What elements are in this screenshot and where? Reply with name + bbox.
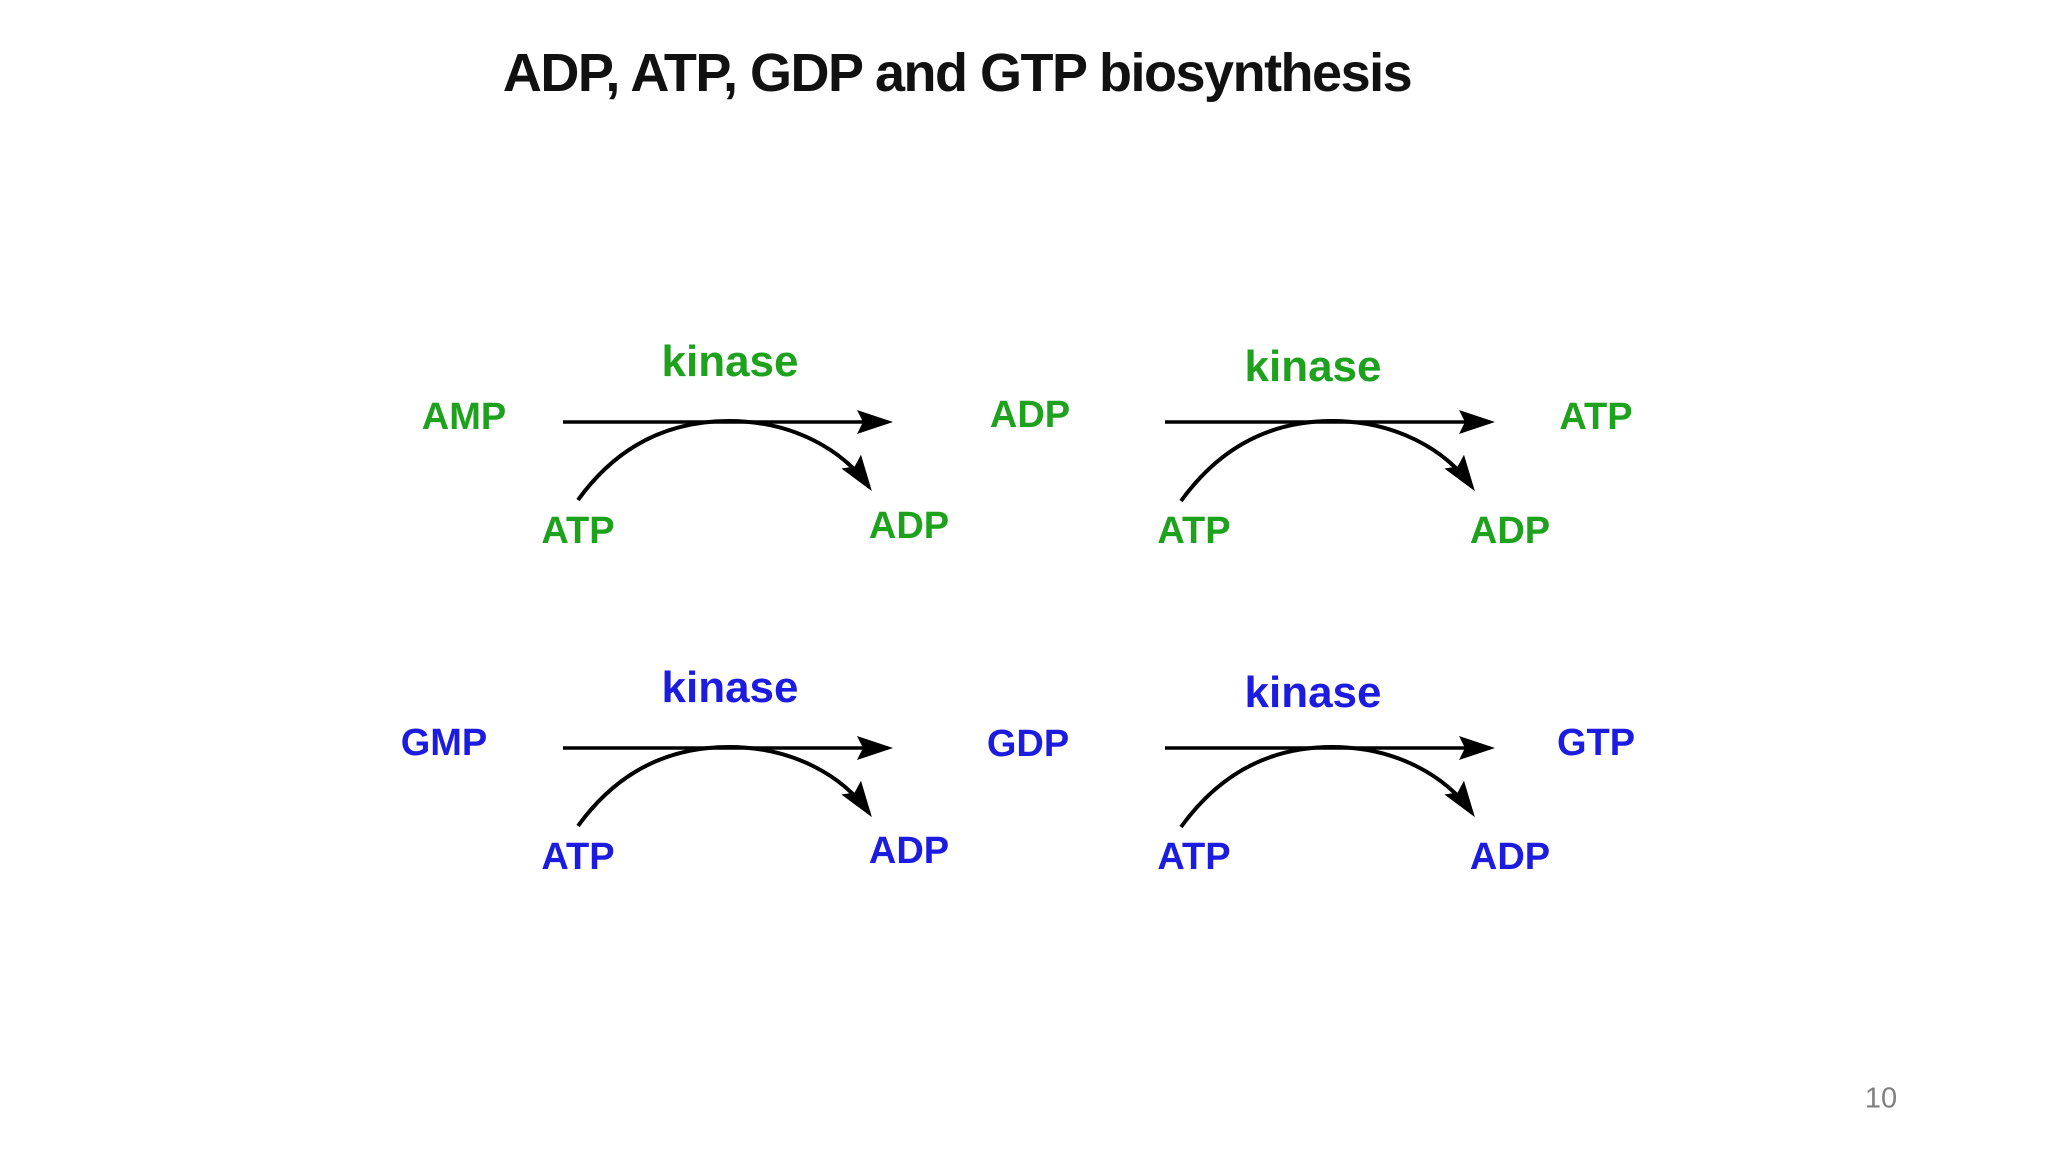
cosubstrate-label-atp-4: ATP <box>1157 836 1231 878</box>
page-number: 10 <box>1864 1082 1898 1115</box>
substrate-label-amp: AMP <box>421 396 507 438</box>
product-label-gtp: GTP <box>1556 722 1636 764</box>
coproduct-label-adp-3: ADP <box>868 830 950 872</box>
enzyme-label-kinase-1: kinase <box>661 337 799 386</box>
cosubstrate-arc-gdp-gtp <box>1179 744 1475 829</box>
cosubstrate-label-atp-2: ATP <box>1157 510 1231 552</box>
enzyme-label-kinase-2: kinase <box>1244 342 1382 391</box>
coproduct-label-adp-4: ADP <box>1469 836 1551 878</box>
slide-title: ADP, ATP, GDP and GTP biosynthesis <box>502 43 1413 103</box>
cosubstrate-label-atp-1: ATP <box>541 510 615 552</box>
cosubstrate-arc-amp-adp <box>576 418 872 502</box>
enzyme-label-kinase-3: kinase <box>661 663 799 712</box>
product-label-atp: ATP <box>1559 396 1633 438</box>
enzyme-label-kinase-4: kinase <box>1244 668 1382 717</box>
cosubstrate-arc-gmp-gdp <box>576 744 872 828</box>
coproduct-label-adp-1: ADP <box>868 505 950 547</box>
cosubstrate-label-atp-3: ATP <box>541 836 615 878</box>
substrate-label-gmp: GMP <box>400 722 488 764</box>
cosubstrate-arc-adp-atp <box>1179 418 1475 503</box>
intermediate-label-gdp: GDP <box>986 723 1070 765</box>
coproduct-label-adp-2: ADP <box>1469 510 1551 552</box>
intermediate-label-adp: ADP <box>989 394 1071 436</box>
